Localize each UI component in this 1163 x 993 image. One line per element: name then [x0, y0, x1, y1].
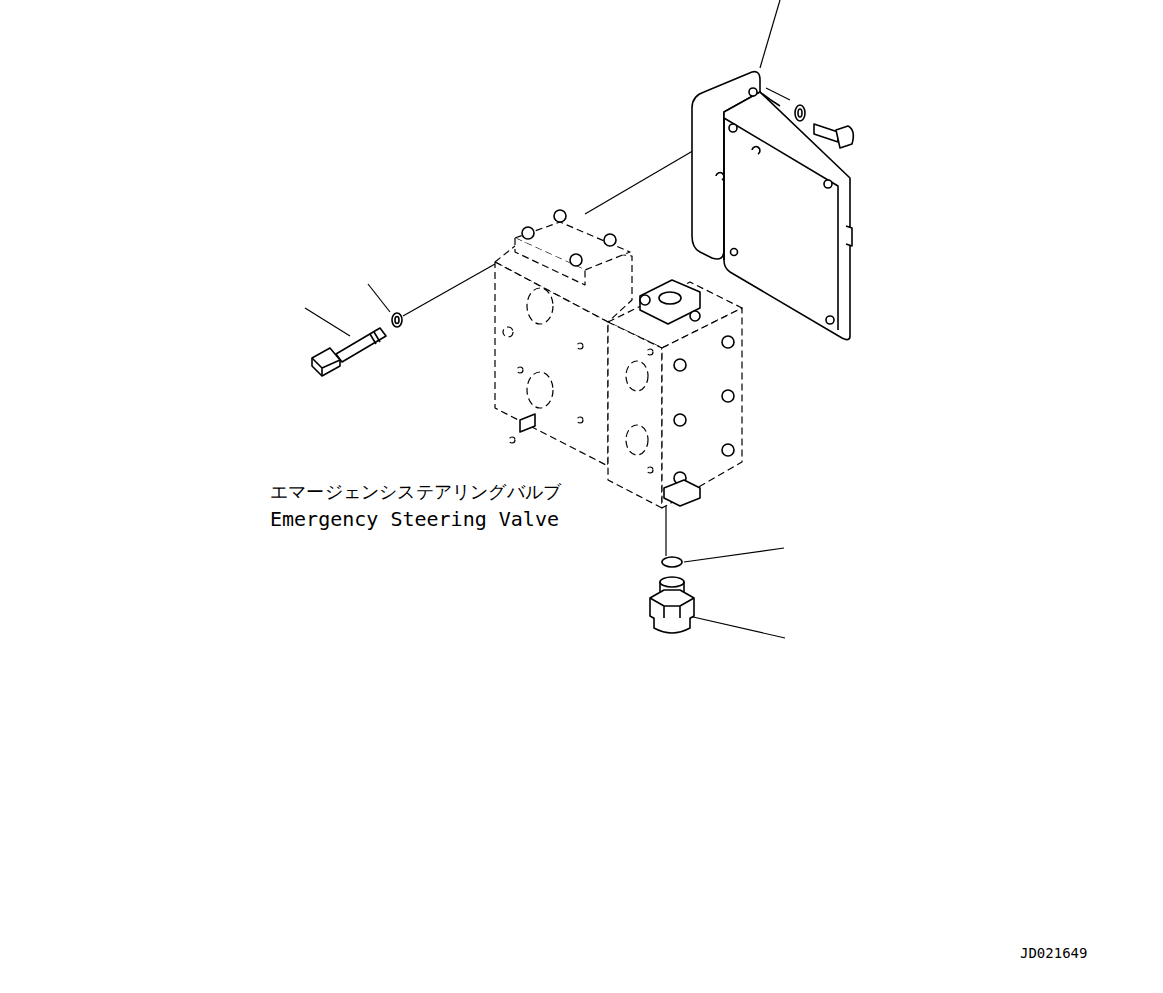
valve-plugs [520, 210, 734, 506]
valve-body [495, 222, 742, 508]
drawing-number: JD021649 [1020, 946, 1087, 961]
bolt [312, 313, 402, 376]
part-name: Emergency Steering Valve [270, 508, 559, 530]
fitting [650, 557, 694, 633]
part-name-japanese: エマージェンシステアリングバルブ [270, 482, 561, 502]
bolt [795, 105, 853, 148]
leader-lines [305, 0, 790, 638]
